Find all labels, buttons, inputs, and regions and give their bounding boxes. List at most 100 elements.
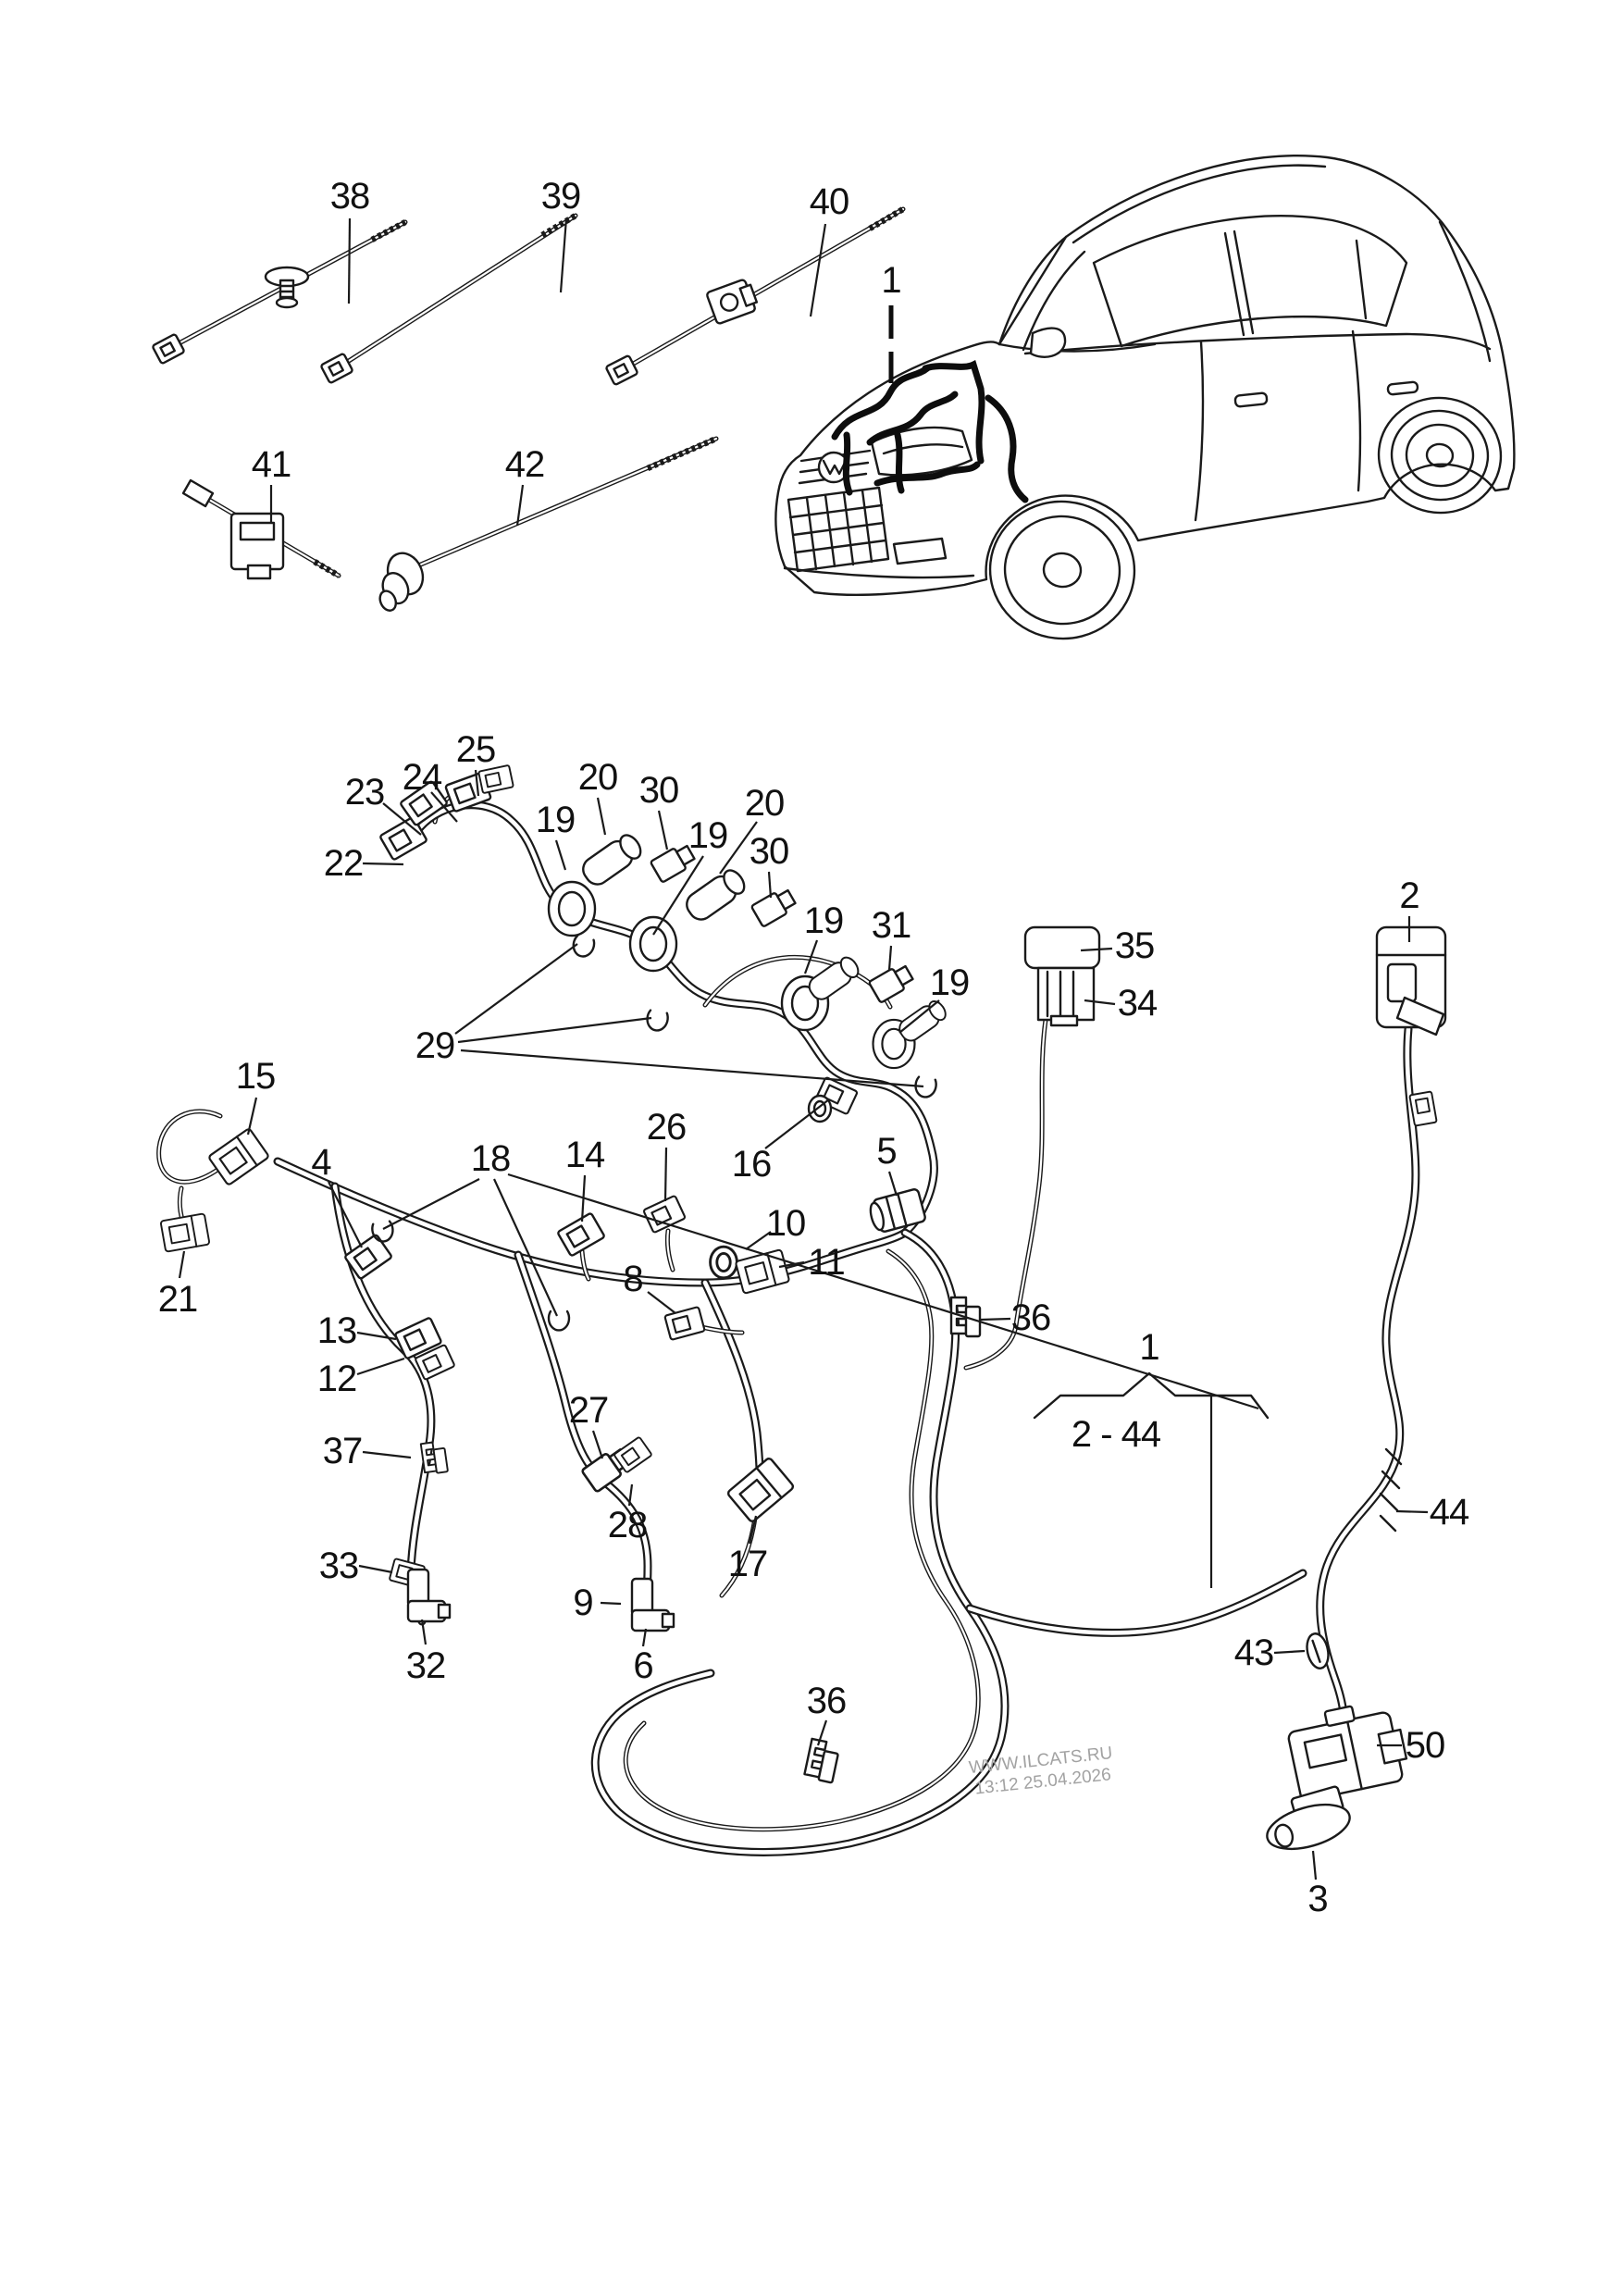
leader-line-29 [457, 1016, 652, 1044]
callout-3-51: 3 [1307, 1879, 1328, 1919]
leader-line-13 [356, 1331, 397, 1341]
leader-line-21 [178, 1250, 186, 1279]
connector-15 [206, 1126, 271, 1187]
leader-lines [178, 217, 1429, 1880]
leader-line-38 [347, 217, 352, 304]
callout-12-35: 12 [316, 1359, 357, 1399]
callout-13-34: 13 [316, 1310, 357, 1351]
callout-31-17: 31 [871, 905, 911, 946]
callout-30-15: 30 [749, 831, 789, 872]
callout-19-9: 19 [535, 800, 576, 840]
leader-line-17 [748, 1515, 758, 1545]
connector-17 [725, 1456, 796, 1524]
callout-19-18: 19 [929, 962, 970, 1003]
group-bracket [1033, 1371, 1270, 1420]
leader-line-3 [1311, 1850, 1318, 1880]
leader-line-19 [652, 855, 704, 936]
leader-line-20 [596, 797, 607, 836]
callout-5-24: 5 [876, 1131, 897, 1172]
bracket-50 [1287, 1705, 1408, 1802]
callout-34-20: 34 [1117, 983, 1158, 1024]
connector-8 [663, 1305, 706, 1342]
callout-22-12: 22 [323, 843, 364, 884]
engine-bay-harness-squiggle [831, 360, 1029, 503]
callout-39-1: 39 [540, 176, 581, 217]
rear-wheel [1377, 396, 1503, 515]
leader-line-24 [430, 791, 458, 823]
cap-20a [576, 829, 647, 890]
connector-2 [1375, 925, 1447, 1036]
holder-18b [547, 1309, 571, 1332]
leader-line-39 [559, 217, 568, 293]
leader-line-27 [591, 1430, 604, 1459]
leader-line-40 [809, 223, 827, 317]
leader-line-25 [474, 769, 480, 797]
leader-line-28 [627, 1483, 634, 1507]
callout-20-14: 20 [744, 783, 785, 824]
front-wheel [988, 500, 1136, 640]
leader-line-6 [641, 1628, 648, 1647]
clamp-bracket [706, 279, 759, 325]
leader-line-36 [816, 1719, 828, 1746]
callout-38-0: 38 [329, 176, 370, 217]
leader-line-20 [719, 821, 758, 875]
connector-14 [556, 1211, 606, 1258]
callout-11-31: 11 [808, 1242, 846, 1283]
cable-tie-42 [378, 436, 719, 612]
retainer-29c [912, 1075, 938, 1100]
leader-line-22 [362, 862, 404, 866]
callout-24-7: 24 [402, 757, 442, 798]
leader-line-14 [580, 1174, 587, 1222]
callout-44-48: 44 [1429, 1492, 1469, 1533]
leader-line-29 [454, 943, 578, 1035]
leader-line-44 [1395, 1509, 1429, 1514]
callout-50-50: 50 [1405, 1725, 1445, 1766]
callout-36-44: 36 [1010, 1297, 1051, 1338]
leader-line-35 [1080, 947, 1113, 952]
callout-29-22: 29 [415, 1025, 455, 1066]
leader-line-12 [356, 1357, 405, 1376]
wire-clip [1408, 1090, 1438, 1127]
right-harness-section [1266, 925, 1447, 1851]
car-illustration [774, 155, 1516, 640]
connector-21 [159, 1212, 211, 1253]
grommet-cone [378, 552, 425, 612]
callout-19-13: 19 [688, 815, 728, 856]
callout-36-45: 36 [806, 1681, 847, 1721]
leader-line-32 [420, 1619, 427, 1645]
connector-30b [750, 885, 799, 928]
connector-10 [709, 1245, 738, 1280]
callout-14-28: 14 [564, 1135, 605, 1175]
connector-35-34 [966, 925, 1101, 1368]
leader-line-37 [362, 1450, 412, 1459]
callout-1-5: 1 [881, 260, 901, 301]
callout-17-39: 17 [727, 1544, 768, 1584]
fog-light [892, 537, 948, 565]
clip-43 [1306, 1632, 1330, 1669]
clip-housing [229, 512, 285, 580]
leader-line-18 [493, 1178, 558, 1317]
connector-9-6 [630, 1577, 675, 1632]
leader-line-9 [600, 1601, 622, 1606]
callout-21-33: 21 [157, 1279, 198, 1320]
conduit-44-hatching [1379, 1447, 1403, 1533]
cable-tie-40 [604, 206, 906, 387]
leader-line-33 [358, 1564, 393, 1574]
cable-tie-38 [151, 219, 408, 366]
leader-line-4 [328, 1181, 363, 1248]
leader-line-16 [764, 1098, 830, 1149]
clip-37 [419, 1439, 449, 1476]
connector-3 [1266, 1785, 1351, 1851]
callout-2-21: 2 [1399, 875, 1419, 916]
callout-20-10: 20 [577, 757, 618, 798]
callout-6-43: 6 [633, 1645, 653, 1686]
callout-16-23: 16 [731, 1144, 772, 1185]
leader-line-11 [778, 1260, 805, 1269]
callout-43-49: 43 [1233, 1632, 1274, 1673]
callout-10-30: 10 [765, 1203, 806, 1244]
connector-11 [734, 1248, 791, 1295]
side-mirror [1029, 327, 1067, 358]
lower-grille [787, 486, 890, 573]
callout-19-16: 19 [803, 900, 844, 941]
